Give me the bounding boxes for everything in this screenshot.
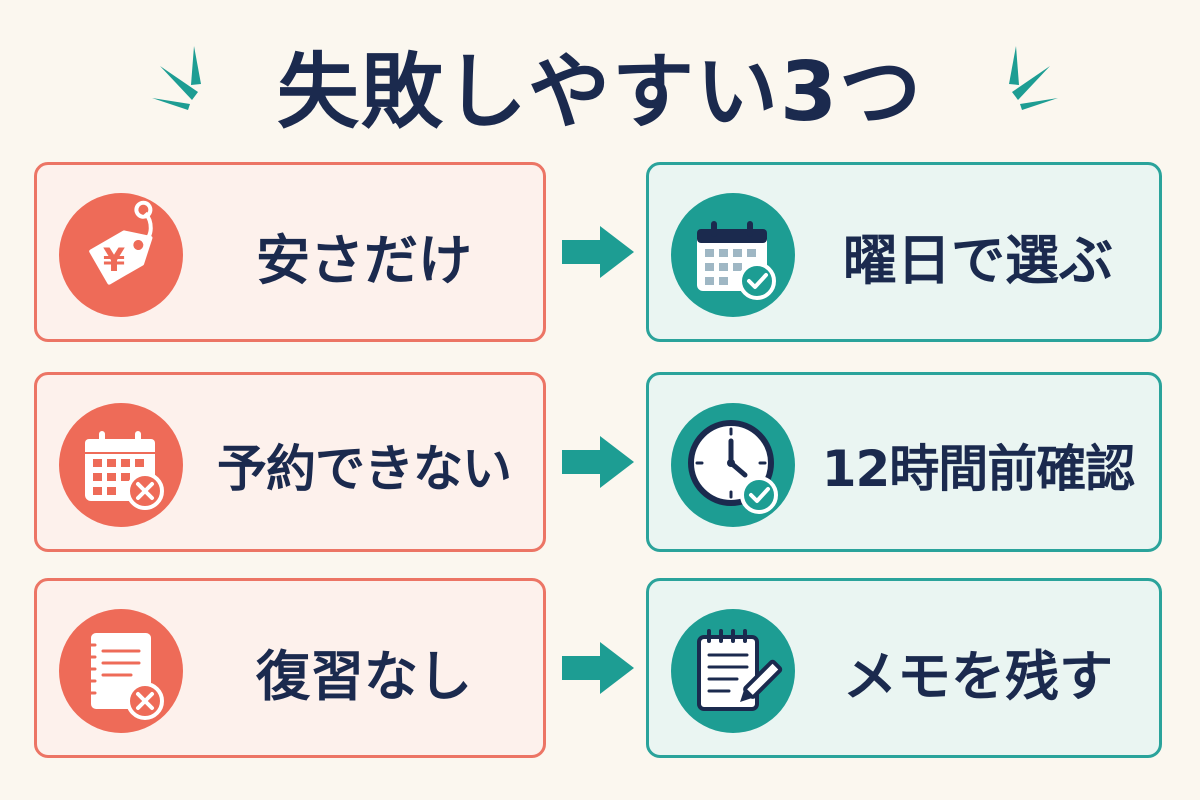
solution-label: 曜日で選ぶ (843, 228, 1113, 292)
solution-label: メモを残す (843, 644, 1113, 708)
solution-card-2: 12時間前確認 (646, 372, 1162, 552)
row-2: 予約できない 12時間前確認 (0, 372, 1200, 552)
solution-card-3: メモを残す (646, 578, 1162, 758)
arrow-right-icon (562, 436, 634, 488)
title-area: 失敗しやすい3つ (0, 38, 1200, 148)
problem-icon-circle (59, 403, 183, 527)
arrow-right-icon (562, 642, 634, 694)
spark-right-icon (1009, 46, 1058, 110)
solution-label: 12時間前確認 (821, 440, 1136, 498)
page-title: 失敗しやすい3つ (276, 45, 924, 140)
clock-check-icon (688, 420, 778, 514)
problem-icon-circle (59, 609, 183, 733)
solution-card-1: 曜日で選ぶ (646, 162, 1162, 342)
row-3: 復習なし (0, 578, 1200, 758)
notebook-x-icon (85, 633, 164, 720)
problem-label: 予約できない (217, 440, 512, 498)
problem-label: 復習なし (256, 644, 472, 708)
spark-left-icon (152, 46, 201, 110)
yen-price-tag-icon: ¥ (89, 200, 153, 285)
problem-card-3: 復習なし (34, 578, 546, 758)
calendar-x-icon (85, 431, 164, 510)
note-pencil-icon (697, 629, 783, 711)
row-1: ¥ 安さだけ 曜日で選ぶ (0, 162, 1200, 342)
solution-icon-circle (671, 609, 795, 733)
calendar-check-icon (697, 221, 776, 300)
problem-card-2: 予約できない (34, 372, 546, 552)
svg-text:¥: ¥ (103, 241, 125, 279)
arrow-right-icon (562, 226, 634, 278)
solution-icon-circle (671, 403, 795, 527)
solution-icon-circle (671, 193, 795, 317)
problem-icon-circle: ¥ (59, 193, 183, 317)
problem-card-1: ¥ 安さだけ (34, 162, 546, 342)
problem-label: 安さだけ (256, 228, 472, 292)
